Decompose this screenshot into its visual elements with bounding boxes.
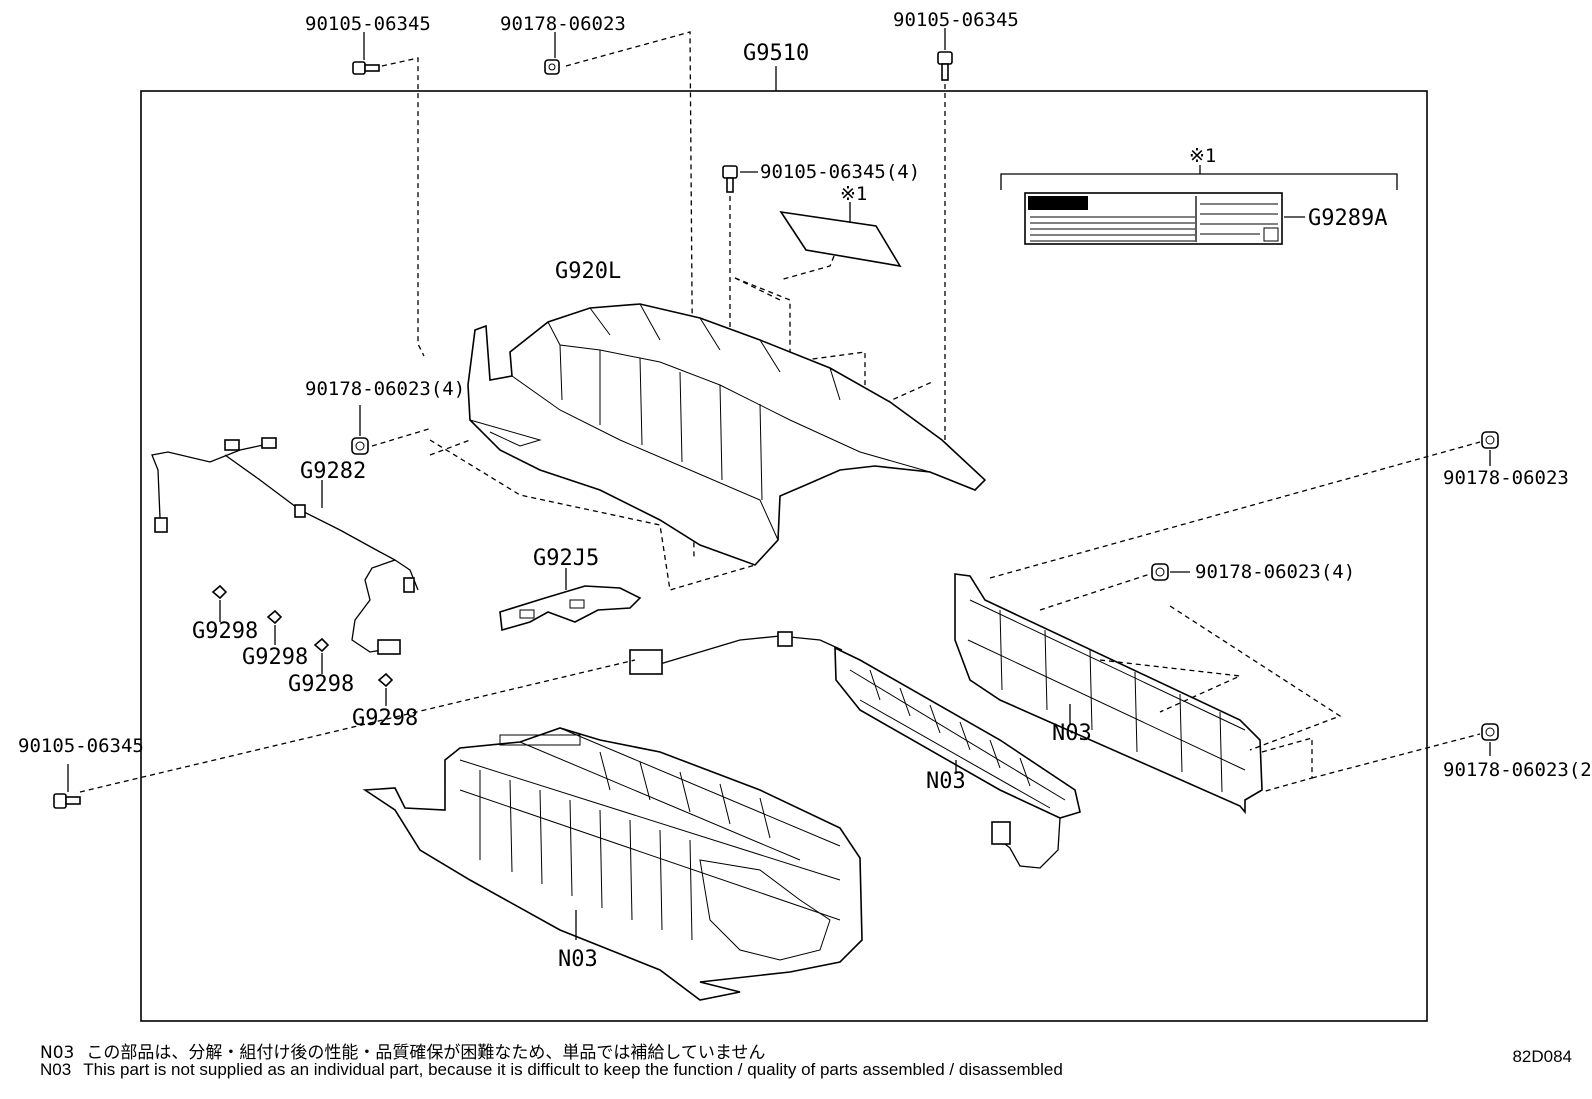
bolt-left-icon (53, 793, 81, 809)
bus-bar-module-shape (629, 631, 1081, 869)
wire-harness-shape (151, 437, 419, 655)
battery-stack-shape (362, 727, 863, 1001)
nut-right-bottom-icon (1481, 723, 1499, 741)
clamp-label-3: G9298 (288, 672, 354, 697)
nut-side-icon (351, 437, 369, 455)
note-english-code: N03 (40, 1060, 72, 1079)
note-japanese: N03 この部品は、分解・組付け後の性能・品質確保が困難なため、単品では補給してい… (40, 1038, 765, 1063)
note-english: N03 This part is not supplied as an indiv… (40, 1060, 1063, 1080)
bracket-label: G92J5 (533, 546, 599, 571)
upper-cover-shape (467, 303, 987, 566)
clamp-icon (211, 584, 394, 688)
clamp-label-2: G9298 (242, 645, 308, 670)
side-frame-shape (954, 573, 1263, 815)
cover-label: G920L (555, 259, 621, 284)
bolt-top-right-icon (937, 51, 953, 81)
frame-n03-label: N03 (1052, 721, 1092, 746)
nut-mid-icon (1151, 563, 1169, 581)
stack-n03-label: N03 (558, 947, 598, 972)
figure-code: 82D084 (1512, 1047, 1572, 1066)
harness-label: G9282 (300, 459, 366, 484)
note-english-text: This part is not supplied as an individu… (83, 1060, 1063, 1079)
nut-top-center-icon (544, 59, 560, 75)
bracket-shape (499, 585, 642, 632)
assembly-frame (140, 90, 1428, 1022)
nut-right-top-icon (1481, 431, 1499, 449)
clamp-label-4: G9298 (352, 706, 418, 731)
bus-n03-label: N03 (926, 769, 966, 794)
caution-label-label: G9289A (1308, 206, 1387, 231)
nut-side-label: 90178-06023(4) (305, 378, 465, 400)
label-strip-shape (779, 210, 902, 268)
clamp-label-1: G9298 (192, 619, 258, 644)
bolt-top-right-label: 90105-06345 (893, 9, 1019, 31)
bolt-top-left-label: 90105-06345 (305, 13, 431, 35)
nut-right-bottom-label: 90178-06023(2) (1443, 759, 1592, 781)
bolt-top-left-icon (352, 61, 380, 75)
note-japanese-code: N03 (40, 1043, 75, 1063)
nut-top-center-label: 90178-06023 (500, 13, 626, 35)
note-ref-label: ※1 (840, 183, 867, 205)
bolt-cover-icon (722, 165, 738, 193)
assembly-main-label: G9510 (743, 41, 809, 66)
note-ref-top: ※1 (1189, 145, 1216, 167)
nut-mid-label: 90178-06023(4) (1195, 561, 1355, 583)
note-japanese-text: この部品は、分解・組付け後の性能・品質確保が困難なため、単品では補給していません (86, 1043, 766, 1063)
bolt-left-label: 90105-06345 (18, 735, 144, 757)
bolt-cover-label: 90105-06345(4) (760, 161, 920, 183)
nut-right-top-label: 90178-06023 (1443, 467, 1569, 489)
caution-label-shape (1024, 192, 1283, 245)
